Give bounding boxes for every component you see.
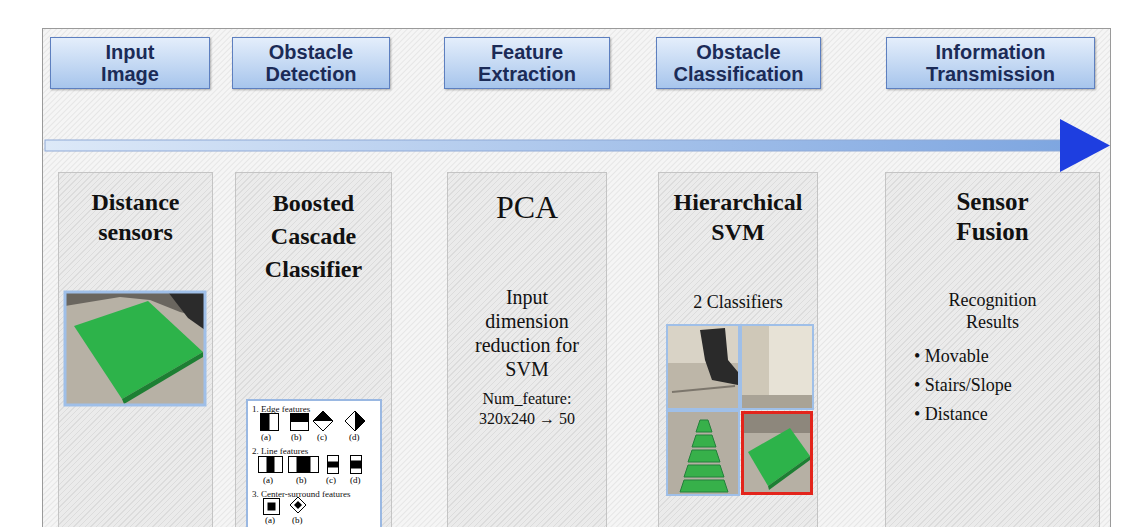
stage-header: Obstacle Classification xyxy=(656,37,821,89)
line-feature-icon xyxy=(351,456,362,474)
stage-title: Obstacle Classification xyxy=(664,41,814,85)
feature-variant-label: (a) xyxy=(263,475,273,485)
line-feature-icon xyxy=(289,457,319,473)
feature-heading: 1. Edge features xyxy=(252,404,376,414)
edge-feature-icon xyxy=(261,414,279,431)
feature-variant-label: (b) xyxy=(296,475,307,485)
outer-frame xyxy=(43,29,1111,527)
photo-stair-step xyxy=(688,450,720,462)
feature-variant-label: (b) xyxy=(292,515,303,525)
photo-wall xyxy=(741,411,813,433)
flow-arrow-shaft xyxy=(45,140,1063,151)
photo-chair xyxy=(700,328,738,385)
edge-feature-fill xyxy=(261,414,270,431)
panel-title: Hierarchical SVM xyxy=(659,187,817,247)
stage-header: Obstacle Detection xyxy=(232,37,390,89)
panel-body: Recognition Results xyxy=(928,289,1058,333)
panel-body: Num_feature: 320x240 → 50 xyxy=(465,389,590,429)
photo-floor xyxy=(741,395,813,409)
photo-frame xyxy=(667,411,739,495)
feature-variant-label: (c) xyxy=(326,475,336,485)
photo-room xyxy=(667,325,739,409)
center-surround-fill xyxy=(294,501,302,509)
edge-feature-icon xyxy=(291,414,309,431)
photo-board-edge xyxy=(768,456,810,490)
feature-heading: 2. Line features xyxy=(252,446,376,456)
center-surround-icon xyxy=(264,499,280,515)
photo-board-edge xyxy=(122,352,203,404)
feature-variant-label: (d) xyxy=(350,475,361,485)
photo-chair xyxy=(168,292,205,330)
stage-header: Input Image xyxy=(50,37,210,89)
line-feature-icon xyxy=(328,456,339,474)
photo-frame xyxy=(65,292,205,405)
photo-frame xyxy=(741,325,813,409)
stage-title: Input Image xyxy=(80,41,180,85)
stage-title: Obstacle Detection xyxy=(251,41,371,85)
panel-body: • Movable xyxy=(914,345,1099,367)
photo-highlight-frame xyxy=(743,413,812,494)
feature-variant-label: (a) xyxy=(261,432,271,442)
line-feature-fill xyxy=(328,462,339,468)
photo-green-board xyxy=(74,301,203,399)
stage-title: Feature Extraction xyxy=(462,41,592,85)
method-panel: PCA Input dimension reduction for SVM Num_… xyxy=(447,172,607,527)
panel-title: Boosted Cascade Classifier xyxy=(244,187,384,286)
panel-body: Input dimension reduction for SVM xyxy=(465,285,590,381)
photo-stair-step xyxy=(680,480,728,492)
feature-variant-label: (c) xyxy=(317,432,327,442)
center-surround-icon xyxy=(290,497,306,513)
edge-feature-icon xyxy=(345,411,365,431)
feature-variant-label: (a) xyxy=(265,515,275,525)
panel-body: • Distance xyxy=(914,403,1099,425)
method-panel: Boosted Cascade Classifier 1. Edge featur… xyxy=(235,172,392,527)
feature-variant-label: (d) xyxy=(349,432,360,442)
photo-stair-step xyxy=(692,435,716,447)
edge-feature-fill xyxy=(291,414,309,423)
panel-body: 2 Classifiers xyxy=(659,291,817,313)
edge-feature-fill xyxy=(313,411,333,421)
line-feature-icon xyxy=(259,457,283,473)
photo-stair-step xyxy=(684,465,724,477)
stage-header: Information Transmission xyxy=(886,37,1095,89)
panel-title: Sensor Fusion xyxy=(918,187,1068,247)
feature-variant-label: (b) xyxy=(291,432,302,442)
photo-floor-line xyxy=(672,386,735,392)
panel-title: PCA xyxy=(448,189,606,225)
flow-arrow-head xyxy=(1060,119,1110,172)
center-surround-fill xyxy=(268,503,276,511)
photo-floor xyxy=(65,292,205,405)
panel-body: • Stairs/Slope xyxy=(914,374,1099,396)
edge-feature-fill xyxy=(355,411,365,431)
photo-wall xyxy=(741,325,813,409)
stage-header: Feature Extraction xyxy=(444,37,610,89)
photo-floor xyxy=(667,411,739,495)
photo-green-board xyxy=(748,428,810,486)
line-feature-fill xyxy=(297,457,311,473)
photo-floor xyxy=(741,411,813,495)
photo-frame xyxy=(667,325,739,409)
stage-title: Information Transmission xyxy=(901,41,1081,85)
panel-title: Distance sensors xyxy=(59,187,212,247)
feature-heading: 3. Center-surround features xyxy=(252,489,376,499)
line-feature-fill xyxy=(267,457,275,473)
method-panel: Sensor FusionRecognition Results • Movabl… xyxy=(885,172,1100,527)
photo-stair-step xyxy=(696,420,712,432)
line-feature-fill xyxy=(351,461,362,469)
edge-feature-icon xyxy=(313,411,333,431)
